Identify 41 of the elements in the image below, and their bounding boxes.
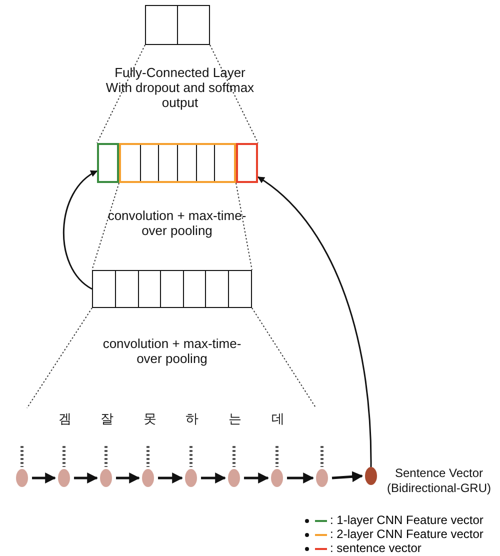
projection-line <box>236 182 252 270</box>
word-label: 는 <box>228 411 242 426</box>
output-layer-box <box>145 5 210 45</box>
word-label: 잘 <box>100 411 114 426</box>
legend-label: : sentence vector <box>330 541 422 556</box>
operation-caption: convolution + max-time-over pooling <box>106 208 248 238</box>
arrow <box>332 471 364 482</box>
feature-vector-box <box>97 143 119 183</box>
operation-caption: convolution + max-time-over pooling <box>102 336 242 366</box>
arrow <box>74 472 98 484</box>
word-label: 못 <box>142 411 158 426</box>
projection-line <box>92 182 120 270</box>
word-node <box>228 469 240 487</box>
node-caption: Sentence Vector (Bidirectional-GRU) <box>386 466 492 496</box>
projection-line <box>96 44 146 144</box>
feature-vector-box <box>236 143 258 183</box>
word-label: 하 <box>184 411 200 426</box>
legend-label: : 2-layer CNN Feature vector <box>330 527 484 542</box>
word-node <box>185 469 197 487</box>
legend-label: : 1-layer CNN Feature vector <box>330 513 484 528</box>
word-node <box>316 469 328 487</box>
curved-arrow <box>257 176 372 468</box>
word-node <box>142 469 154 487</box>
arrow <box>32 472 56 484</box>
curved-arrow <box>63 170 98 290</box>
word-node <box>271 469 283 487</box>
word-node <box>58 469 70 487</box>
word-node <box>16 469 28 487</box>
arrow <box>116 472 140 484</box>
arrow <box>201 472 226 484</box>
feature-vector-box <box>92 270 252 308</box>
arrow <box>287 472 314 484</box>
arrow <box>158 472 184 484</box>
sentence-vector-node <box>365 467 377 485</box>
projection-line <box>210 44 258 144</box>
feature-vector-box <box>119 143 236 183</box>
arrow <box>244 472 270 484</box>
layer-caption: Fully-Connected Layer With dropout and softmax output <box>105 65 255 110</box>
word-label: 데 <box>270 411 286 426</box>
word-label: 겜 <box>58 411 72 426</box>
word-node <box>100 469 112 487</box>
